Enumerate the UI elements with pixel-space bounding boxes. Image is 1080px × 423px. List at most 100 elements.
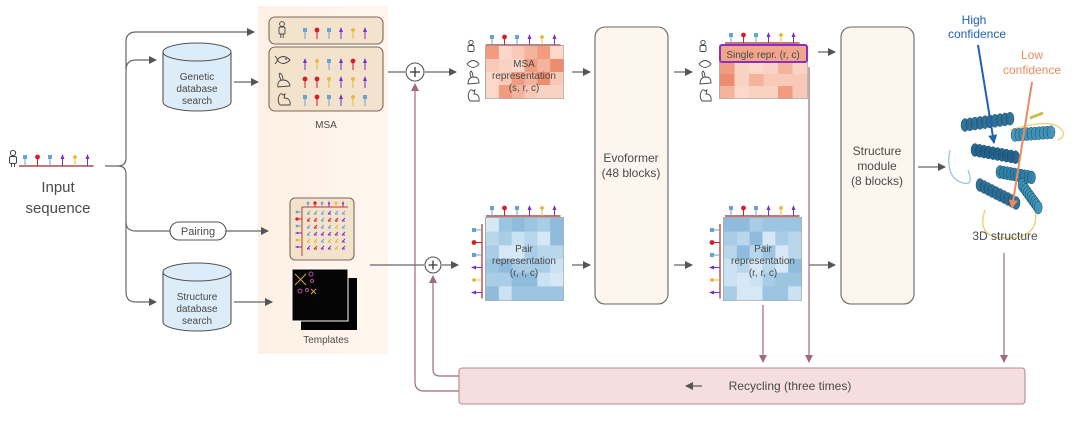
msa-token-rows (302, 27, 367, 106)
heatmap-cell (749, 62, 764, 75)
heatmap-cell (788, 286, 802, 301)
token-arrow-purple (766, 205, 771, 216)
pair-cell (313, 210, 318, 215)
heatmap-cell (792, 86, 808, 99)
heatmap-cell (486, 59, 500, 73)
pair-out-top-tokens (725, 205, 800, 217)
low-conf-line1: Low (1021, 48, 1043, 62)
low-conf-line2: confidence (1003, 63, 1061, 77)
token-diamond-yellow (778, 32, 784, 43)
token-square-blue (472, 253, 482, 257)
msa-species-rows (268, 46, 384, 112)
heatmap-cell (498, 85, 512, 99)
pair-cell (334, 224, 339, 229)
heatmap-cell (749, 245, 763, 260)
heatmap-cell (498, 272, 512, 287)
heatmap-cell (524, 59, 538, 73)
heatmap-cell (749, 86, 764, 99)
evoformer-output-arrows (674, 68, 693, 269)
heatmap-cell (537, 72, 551, 86)
input-label-line2: sequence (25, 200, 90, 217)
heatmap-cell (486, 218, 500, 232)
pair-cell (306, 231, 311, 236)
pair-cell (327, 231, 332, 236)
pair-in-left-tokens (471, 224, 483, 299)
token-square-blue (23, 155, 27, 166)
token-arrow-purple (766, 32, 771, 43)
token-arrow-purple (527, 34, 532, 45)
heatmap-cell (550, 46, 564, 60)
token-arrow-purple (341, 200, 345, 207)
token-square-blue (490, 206, 494, 216)
heatmap-cell (550, 245, 564, 260)
token-arrow-purple (471, 290, 482, 295)
msa-repr-token-row (486, 34, 561, 46)
token-square-blue (327, 59, 331, 70)
heatmap-cell (778, 86, 793, 99)
token-arrow-purple (327, 200, 331, 207)
heatmap-cell (498, 231, 512, 246)
evoformer-block: Evoformer (48 blocks) (594, 26, 669, 305)
token-diamond-yellow (72, 154, 78, 166)
token-square-blue (729, 206, 733, 216)
token-arrow-purple (552, 34, 557, 45)
input-sequence: Input sequence (9, 149, 94, 217)
token-circle-red (313, 201, 317, 207)
heatmap-cell (550, 85, 564, 99)
output-3d-structure-label: 3D structure (972, 229, 1038, 243)
token-diamond-yellow (326, 76, 332, 88)
heatmap-cell (792, 74, 808, 87)
low-confidence-annotation: Low confidence (1003, 48, 1061, 209)
heatmap-cell (762, 259, 776, 273)
structure-database-search: Structure database search (162, 262, 232, 332)
pair-in-line3: (r, r, c) (510, 268, 538, 279)
heatmap-cell (762, 272, 776, 287)
token-diamond-yellow (295, 238, 302, 242)
heatmap-cell (736, 218, 750, 232)
helix-turn (1011, 150, 1020, 164)
heatmap-cell (537, 218, 551, 232)
pair-cell (320, 238, 325, 243)
structure-db-line2: database (176, 304, 218, 315)
token-diamond-yellow (709, 277, 720, 283)
heatmap-cell (736, 259, 750, 273)
heatmap-cell (724, 272, 738, 287)
token-square-blue (303, 28, 307, 39)
high-conf-line2: confidence (948, 27, 1006, 41)
heatmap-cell (524, 286, 538, 301)
msa-human-row (268, 16, 384, 45)
token-arrow-purple (339, 27, 343, 39)
pair-cell (320, 231, 325, 236)
token-diamond-yellow (350, 76, 356, 88)
pair-out-line3: (r, r, c) (749, 268, 777, 279)
heatmap-cell (749, 259, 763, 273)
heatmap-cell (792, 62, 808, 75)
token-circle-red (314, 94, 320, 106)
token-square-blue (327, 95, 331, 106)
token-diamond-yellow (350, 27, 356, 39)
pairing-label: Pairing (181, 226, 215, 238)
heatmap-cell (524, 85, 538, 99)
pair-in-top-tokens (486, 205, 561, 217)
token-arrow-purple (363, 76, 367, 88)
heatmap-cell (537, 85, 551, 99)
heatmap-cell (486, 272, 500, 287)
heatmap-cell (734, 86, 750, 99)
pair-cell (341, 245, 346, 250)
human-icon (9, 149, 17, 167)
heatmap-cell (511, 72, 525, 86)
single-repr-token-row (725, 32, 800, 44)
heatmap-cell (778, 62, 793, 75)
pair-cell (334, 217, 339, 222)
pair-cell (306, 224, 311, 229)
pair-cell (334, 245, 339, 250)
heatmap-cell (498, 259, 512, 273)
recycling-bar: Recycling (three times) (458, 367, 1026, 405)
heatmap-cell (720, 62, 735, 75)
pair-cell (334, 231, 339, 236)
token-square-blue (710, 253, 720, 257)
heatmap-cell (550, 286, 564, 301)
heatmap-cell (749, 218, 763, 232)
heatmap-cell (736, 272, 750, 287)
token-arrow-purple (709, 265, 720, 270)
